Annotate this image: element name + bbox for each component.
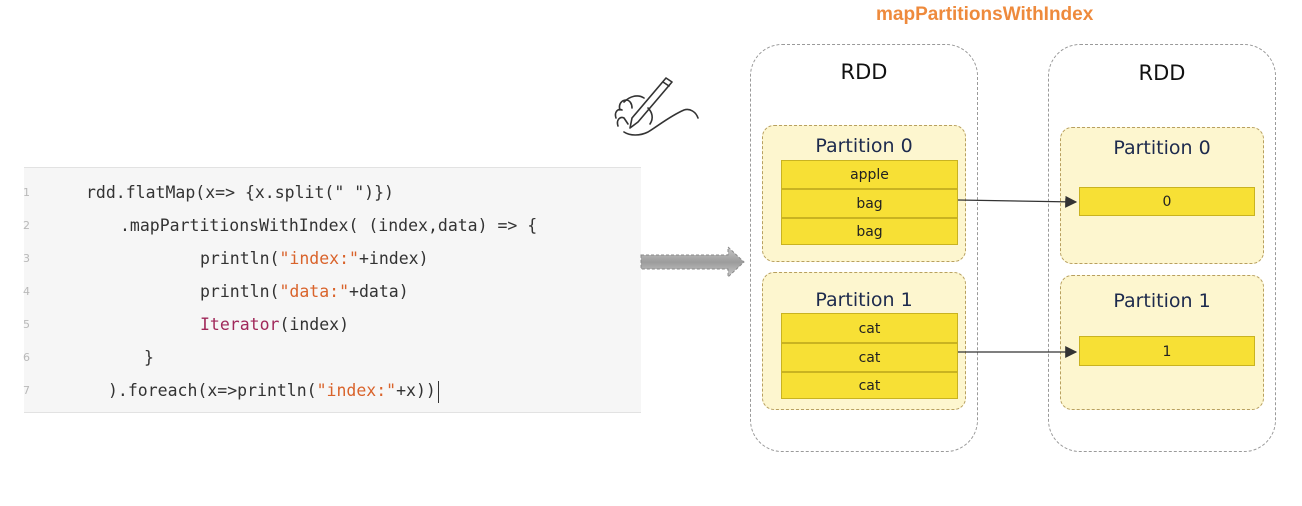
code-line-1: 1 rdd.flatMap(x=> {x.split(" ")}) [23, 176, 641, 209]
result-partition-1: Partition 1 1 [1060, 275, 1264, 410]
code-text: Iterator(index) [200, 308, 349, 341]
code-token: println( [200, 282, 280, 301]
code-line-3: 3 println("index:"+index) [23, 242, 641, 275]
code-text: } [144, 348, 154, 367]
result-partition-0: Partition 0 0 [1060, 127, 1264, 264]
code-token: println( [200, 249, 280, 268]
diagram-title: mapPartitionsWithIndex [876, 4, 1094, 25]
code-token: +x)) [396, 381, 436, 400]
code-line-4: 4 println("data:"+data) [23, 275, 641, 308]
partition-item: cat [781, 343, 958, 372]
code-line-7: 7 ).foreach(x=>println("index:"+x)) [23, 374, 641, 407]
code-editor: 1 rdd.flatMap(x=> {x.split(" ")}) 2 .map… [23, 167, 641, 413]
code-text: rdd.flatMap(x=> {x.split(" ")}) [86, 183, 394, 202]
code-token: +data) [349, 282, 409, 301]
block-arrow-right-icon [640, 245, 745, 279]
rdd-label: RDD [1138, 61, 1186, 85]
code-text: println("index:"+index) [200, 242, 429, 275]
code-text: .mapPartitionsWithIndex( (index,data) =>… [120, 216, 538, 235]
rdd-label: RDD [840, 60, 888, 84]
connector-arrows [957, 195, 1078, 358]
partition-item: cat [781, 313, 958, 343]
partition-label: Partition 0 [815, 135, 913, 157]
partition-item: bag [781, 218, 958, 245]
code-line-2: 2 .mapPartitionsWithIndex( (index,data) … [23, 209, 641, 242]
source-partition-1: Partition 1 cat cat cat [762, 272, 966, 410]
partition-item: 0 [1079, 187, 1255, 216]
code-token: ).foreach(x=>println( [108, 381, 317, 400]
partition-label: Partition 1 [1113, 290, 1211, 312]
type-token: Iterator [200, 315, 280, 334]
partition-item: 1 [1079, 336, 1255, 366]
partition-item: cat [781, 372, 958, 399]
string-token: "index:" [279, 249, 359, 268]
partition-label: Partition 0 [1113, 137, 1211, 159]
partition-item: apple [781, 160, 958, 189]
line-number: 3 [23, 252, 30, 265]
arrow-partition-0 [957, 195, 1078, 208]
partition-item: bag [781, 189, 958, 218]
result-rdd: RDD Partition 0 0 Partition 1 1 [1048, 44, 1276, 452]
code-token: (index) [279, 315, 350, 334]
partition-label: Partition 1 [815, 289, 913, 311]
text-cursor [437, 380, 439, 403]
code-line-5: 5 Iterator(index) [23, 308, 641, 341]
hand-writing-pen-icon [614, 77, 699, 136]
line-number: 5 [23, 318, 30, 331]
code-text: ).foreach(x=>println("index:"+x)) [108, 374, 439, 407]
line-number: 7 [23, 384, 30, 397]
line-number: 2 [23, 219, 30, 232]
string-token: "index:" [316, 381, 397, 400]
line-number: 4 [23, 285, 30, 298]
source-partition-0: Partition 0 apple bag bag [762, 125, 966, 262]
code-line-6: 6 } [23, 341, 641, 374]
line-number: 1 [23, 186, 30, 199]
string-token: "data:" [279, 282, 350, 301]
code-token: +index) [358, 249, 429, 268]
source-rdd: RDD Partition 0 apple bag bag Partition … [750, 44, 978, 452]
code-text: println("data:"+data) [200, 275, 409, 308]
line-number: 6 [23, 351, 30, 364]
